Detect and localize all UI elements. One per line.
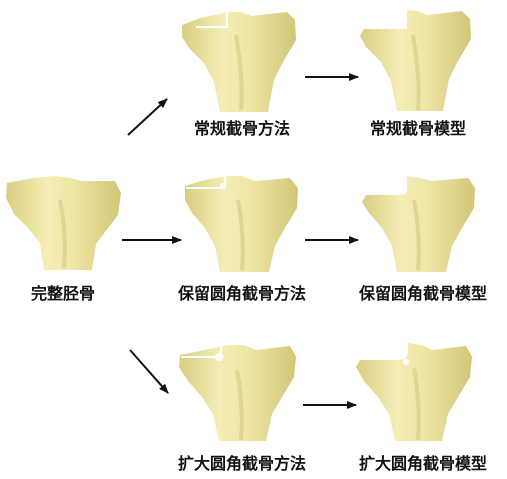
label-conventional-model: 常规截骨模型	[370, 120, 466, 138]
enlarged-fillet-point	[215, 353, 223, 361]
enlarged-method-bone	[179, 340, 296, 441]
arrow-to-enlarged-method	[130, 350, 168, 393]
label-enlarged-method: 扩大圆角截骨方法	[178, 455, 306, 473]
fillet-method-bone	[185, 174, 298, 272]
label-conventional-method: 常规截骨方法	[194, 120, 290, 138]
enlarged-model-bone	[356, 343, 472, 441]
intact-tibia-bone	[6, 176, 121, 270]
fillet-model-bone	[362, 176, 475, 272]
label-fillet-model: 保留圆角截骨模型	[359, 285, 487, 303]
label-intact-tibia: 完整胫骨	[31, 285, 95, 303]
label-fillet-method: 保留圆角截骨方法	[178, 285, 306, 303]
arrow-to-conventional-method	[128, 99, 167, 135]
label-enlarged-model: 扩大圆角截骨模型	[359, 455, 487, 473]
conventional-method-bone	[182, 8, 296, 112]
enlarged-fillet-model-point	[403, 359, 409, 365]
fillet-point	[220, 183, 226, 189]
conventional-model-bone	[360, 10, 471, 111]
